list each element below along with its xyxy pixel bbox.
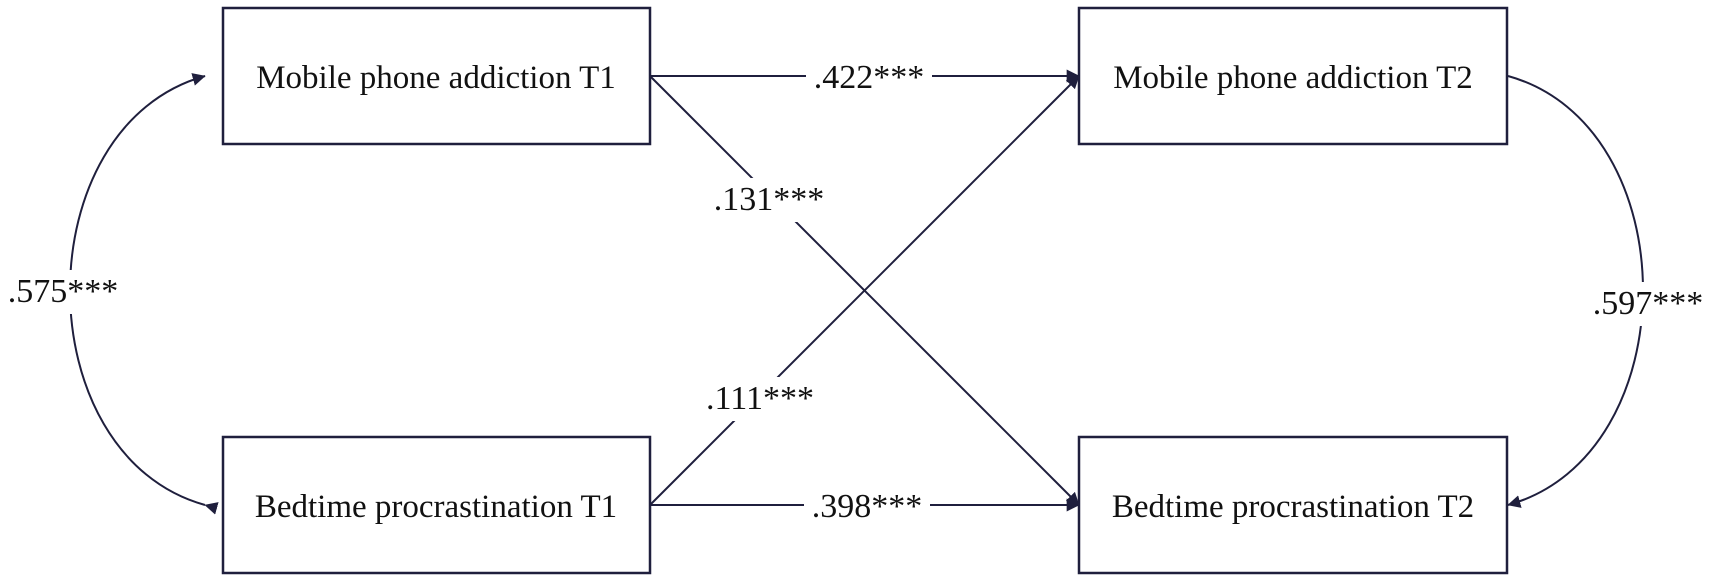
node-label: Bedtime procrastination T1 — [255, 489, 617, 525]
path-bp-t1-to-mpa-t2 — [649, 75, 1080, 506]
coef-label: .398*** — [812, 488, 923, 525]
node-mobile-phone-addiction-t1: Mobile phone addiction T1 — [221, 6, 652, 146]
coef-covariance-t2: .597*** — [1587, 282, 1711, 326]
coef-label: .597*** — [1593, 285, 1704, 322]
coef-label: .131*** — [714, 181, 825, 218]
coef-mpa-t1-to-mpa-t2: .422*** — [806, 58, 932, 96]
node-label: Mobile phone addiction T2 — [1113, 60, 1473, 96]
coef-mpa-t1-to-bp-t2: .131*** — [706, 178, 832, 222]
node-label: Bedtime procrastination T2 — [1112, 489, 1474, 525]
coef-bp-t1-to-bp-t2: .398*** — [804, 487, 930, 525]
coef-label: .422*** — [814, 59, 925, 96]
node-label: Mobile phone addiction T1 — [256, 60, 616, 96]
node-bedtime-procrastination-t2: Bedtime procrastination T2 — [1077, 435, 1509, 575]
coef-covariance-t1: .575*** — [2, 270, 126, 314]
coef-bp-t1-to-mpa-t2: .111*** — [698, 377, 822, 421]
node-bedtime-procrastination-t1: Bedtime procrastination T1 — [221, 435, 652, 575]
coef-label: .111*** — [706, 380, 814, 417]
coef-label: .575*** — [8, 273, 119, 310]
node-mobile-phone-addiction-t2: Mobile phone addiction T2 — [1077, 6, 1509, 146]
